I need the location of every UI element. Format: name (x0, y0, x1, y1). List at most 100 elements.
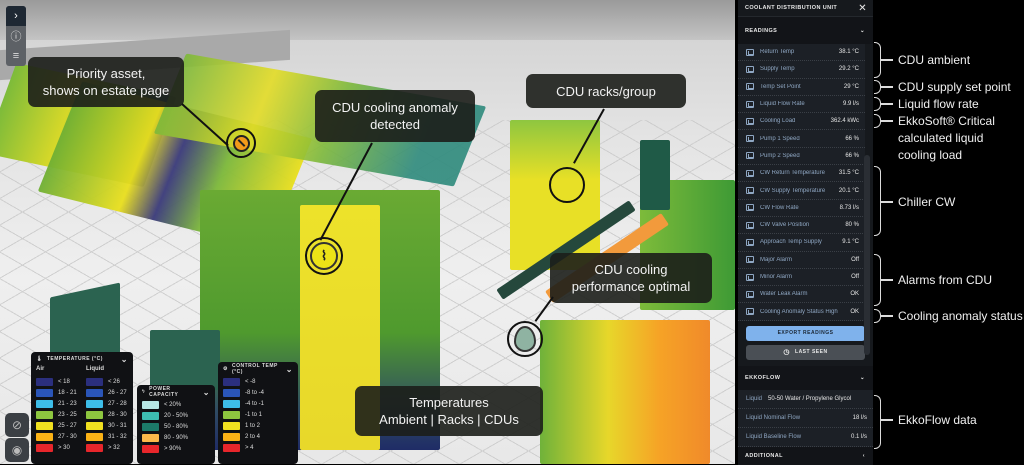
readings-section-header[interactable]: READINGS ⌄ (738, 17, 873, 44)
reading-value: 20.1 °C (838, 187, 859, 194)
info-icon[interactable]: ⓘ (10, 31, 22, 43)
legend-range: -8 to -4 (245, 389, 265, 396)
legend-air-range: 21 - 23 (58, 400, 77, 407)
chart-icon[interactable] (746, 256, 754, 264)
legend-air-range: 27 - 30 (58, 433, 77, 440)
reading-label: Supply Temp (760, 66, 795, 73)
label-cooling-load: calculated liquid (898, 131, 984, 145)
chart-icon[interactable] (746, 65, 754, 73)
chart-icon[interactable] (746, 169, 754, 177)
cooling-unit[interactable] (640, 140, 670, 210)
reading-value: 80 % (845, 222, 859, 229)
chart-icon[interactable] (746, 273, 754, 281)
cdu-side-panel: COOLANT DISTRIBUTION UNIT ✕ READINGS ⌄ R… (738, 0, 873, 465)
chevron-left-icon[interactable]: ‹ (862, 452, 865, 459)
reading-value: OK (850, 291, 859, 298)
rack-row-hot[interactable] (540, 320, 710, 464)
cooling-unit[interactable] (150, 330, 220, 390)
chart-icon[interactable] (746, 152, 754, 160)
legend-header[interactable]: ⚙ CONTROL TEMP (°C) ⌄ (218, 362, 298, 376)
reading-row[interactable]: CW Supply Temperature 20.1 °C (738, 182, 865, 200)
color-swatch (223, 443, 240, 452)
chart-icon[interactable] (746, 290, 754, 298)
filter-icon[interactable]: ≡ (12, 50, 20, 62)
label-cooling-load: EkkoSoft® Critical (898, 114, 995, 128)
bolt-icon: ϟ (142, 389, 146, 395)
color-swatch (36, 410, 53, 419)
legend-range: 80 - 90% (164, 434, 189, 441)
close-icon[interactable]: ✕ (858, 2, 867, 14)
chevron-down-icon[interactable]: ⌄ (859, 27, 865, 34)
color-swatch (142, 444, 159, 453)
chart-icon[interactable] (746, 117, 754, 125)
optimal-marker[interactable] (507, 321, 543, 357)
chevron-down-icon[interactable]: ⌄ (202, 387, 210, 397)
legend-range: < -8 (245, 378, 256, 385)
export-readings-button[interactable]: EXPORT READINGS (746, 325, 865, 341)
chart-icon[interactable] (746, 204, 754, 212)
temperature-legend: 🌡 TEMPERATURE (°C) ⌄ Air Liquid < 18< 26… (31, 352, 133, 464)
chevron-down-icon[interactable]: ⌄ (120, 354, 128, 364)
color-swatch (86, 377, 103, 386)
legend-header[interactable]: 🌡 TEMPERATURE (°C) ⌄ (31, 352, 133, 366)
layers-hidden-icon[interactable]: ⊘ (5, 413, 29, 437)
legend-header[interactable]: ϟ POWER CAPACITY ⌄ (137, 385, 215, 399)
anomaly-marker[interactable]: ⌇ (305, 237, 343, 275)
ekkoflow-value: 18 l/s (852, 414, 867, 421)
reading-value: 9.1 °C (842, 239, 859, 246)
color-swatch (86, 399, 103, 408)
reading-value: 29.2 °C (838, 66, 859, 73)
panel-scrollbar[interactable] (864, 155, 870, 355)
chart-icon[interactable] (746, 83, 754, 91)
legend-range: < 20% (164, 401, 182, 408)
chevron-right-icon[interactable]: › (6, 6, 26, 26)
ekkoflow-section-header[interactable]: EKKOFLOW ⌄ (738, 365, 873, 390)
legend-row: < -8 (218, 376, 298, 387)
legend-air-range: 18 - 21 (58, 389, 77, 396)
reading-value: 38.1 °C (838, 49, 859, 56)
legend-range: 2 to 4 (245, 433, 261, 440)
additional-section-header[interactable]: ADDITIONAL ‹ (738, 446, 873, 465)
chart-icon[interactable] (746, 135, 754, 143)
reading-row[interactable]: Supply Temp 29.2 °C (738, 61, 865, 79)
gear-icon: ⚙ (223, 366, 228, 372)
reading-value: 8.73 l/s (839, 204, 859, 211)
chart-icon[interactable] (746, 48, 754, 56)
racks-group-marker[interactable] (549, 167, 585, 203)
priority-asset-marker[interactable] (226, 128, 256, 158)
bracket (874, 97, 881, 111)
datacenter-3d-view[interactable]: Priority asset, shows on estate page CDU… (0, 0, 735, 464)
chart-icon[interactable] (746, 187, 754, 195)
chevron-down-icon[interactable]: ⌄ (285, 364, 293, 374)
color-swatch (223, 399, 240, 408)
eye-icon[interactable]: ◉ (5, 438, 29, 462)
reading-label: CW Supply Temperature (760, 187, 826, 194)
legend-liquid-range: > 32 (108, 444, 120, 451)
chevron-down-icon[interactable]: ⌄ (859, 374, 865, 381)
chart-icon[interactable] (746, 308, 754, 316)
legend-row: 20 - 50% (137, 410, 215, 421)
last-seen-button[interactable]: ◷ LAST SEEN (746, 344, 865, 360)
legend-air-range: < 18 (58, 378, 70, 385)
reading-label: Return Temp (760, 49, 795, 56)
legend-row: > 30> 32 (31, 442, 133, 453)
legend-range: > 4 (245, 444, 254, 451)
chart-icon[interactable] (746, 221, 754, 229)
chart-icon[interactable] (746, 100, 754, 108)
annotation-text: Priority asset, (66, 66, 146, 81)
chart-icon[interactable] (746, 238, 754, 246)
reading-row[interactable]: Return Temp 38.1 °C (738, 44, 865, 62)
